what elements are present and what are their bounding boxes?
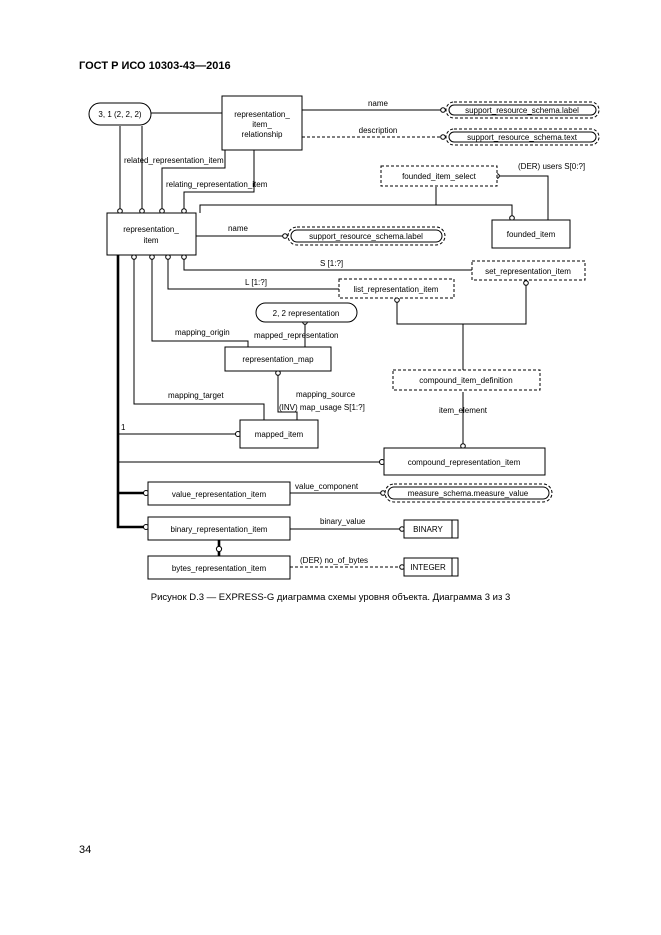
figure-caption: Рисунок D.3 — EXPRESS-G диаграмма схемы …: [150, 592, 511, 603]
entity-compound-representation-item: [383, 447, 546, 476]
subtype-tree-main: [116, 255, 146, 529]
select-founded-label: founded_item_select: [402, 172, 477, 181]
attr-name-1: name: [368, 99, 389, 108]
end-circle: [440, 134, 446, 140]
entity-mapped-label: mapped_item: [255, 430, 304, 439]
end-circle: [440, 107, 446, 113]
line-founded-select: [199, 187, 437, 213]
page-ref-2-label: 2, 2 representation: [273, 309, 340, 318]
attr-mapped-rep: mapped_representation: [254, 331, 339, 340]
ref-label-2-inner: [290, 229, 443, 243]
attr-mapping-target: mapping_target: [168, 391, 224, 400]
type-binary-label: BINARY: [413, 525, 443, 534]
attr-relating: relating_representation_item: [166, 180, 268, 189]
ref-text-text: support_resource_schema.text: [467, 133, 578, 142]
document-header: ГОСТ Р ИСО 10303-43—2016: [79, 60, 231, 72]
entity-bytes-representation-item: [147, 555, 291, 580]
select-compound-label: compound_item_definition: [419, 376, 512, 385]
entity-rir-label-1: representation_: [234, 110, 290, 119]
entity-binary-label: binary_representation_item: [171, 525, 268, 534]
entity-mapped-item: [239, 419, 319, 449]
ref-measure-inner: [387, 486, 550, 500]
entity-ri-label-1: representation_: [123, 225, 179, 234]
entity-value-representation-item: [147, 481, 291, 506]
entity-list-representation-item: [338, 278, 455, 299]
attr-one: 1: [121, 423, 126, 432]
entity-binary-representation-item: [147, 516, 291, 541]
type-integer: [403, 557, 459, 577]
select-compound-item-definition: [392, 369, 541, 391]
ref-text-inner: [448, 131, 597, 143]
type-binary: [403, 519, 459, 539]
attr-set: S [1:?]: [320, 259, 343, 268]
attr-binary-value: binary_value: [320, 517, 366, 526]
line-set: [183, 255, 472, 271]
entity-rep-map-label: representation_map: [242, 355, 314, 364]
ref-label-1-inner: [448, 104, 597, 116]
ref-measure-text: measure_schema.measure_value: [408, 489, 529, 498]
attr-list: L [1:?]: [245, 278, 267, 287]
line-relating: [183, 150, 255, 213]
entity-compound-label: compound_representation_item: [408, 458, 521, 467]
entity-representation-item-relationship: [221, 95, 303, 151]
page-number: 34: [79, 844, 92, 856]
line-mapping-origin: [151, 255, 249, 347]
entity-bytes-label: bytes_representation_item: [172, 564, 267, 573]
line-users: [497, 175, 549, 220]
entity-founded-item: [491, 219, 571, 249]
entity-ri-label-2: item: [143, 236, 158, 245]
entity-set-label: set_representation_item: [485, 267, 571, 276]
line-set-list-tree: [396, 281, 527, 325]
entity-rir-label-3: relationship: [242, 130, 283, 139]
attr-related: related_representation_item: [124, 156, 224, 165]
page-ref-1: [88, 102, 152, 126]
end-circle: [282, 233, 288, 239]
attr-users: (DER) users S[0:?]: [518, 162, 585, 171]
entity-list-label: list_representation_item: [354, 285, 439, 294]
line-mapping-source: [277, 371, 298, 420]
entity-value-label: value_representation_item: [172, 490, 267, 499]
entity-set-representation-item: [471, 260, 586, 281]
line-mapping-target: [133, 255, 265, 420]
line-list: [167, 255, 339, 290]
attr-map-usage: (INV) map_usage S[1:?]: [279, 403, 365, 412]
type-integer-label: INTEGER: [410, 563, 446, 572]
line-founded-item: [436, 204, 513, 220]
attr-mapping-origin: mapping_origin: [175, 328, 230, 337]
entity-rir-label-2: item_: [252, 120, 272, 129]
end-circle: [523, 280, 529, 286]
select-founded-item: [380, 165, 498, 187]
line-related: [161, 150, 226, 213]
attr-value-component: value_component: [295, 482, 359, 491]
page-ref-2: [255, 302, 358, 323]
ref-label-2-text: support_resource_schema.label: [309, 232, 423, 241]
attr-description: description: [359, 126, 398, 135]
page-ref-1-label: 3, 1 (2, 2, 2): [98, 110, 141, 119]
attr-name-2: name: [228, 224, 249, 233]
end-circle: [215, 545, 223, 553]
entity-founded-label: founded_item: [507, 230, 556, 239]
attr-item-element: item_element: [439, 406, 488, 415]
attr-mapping-source: mapping_source: [296, 390, 356, 399]
ref-label-1-text: support_resource_schema.label: [465, 106, 579, 115]
entity-representation-map: [224, 346, 332, 372]
attr-no-of-bytes: (DER) no_of_bytes: [300, 556, 368, 565]
entity-representation-item: [106, 212, 197, 256]
